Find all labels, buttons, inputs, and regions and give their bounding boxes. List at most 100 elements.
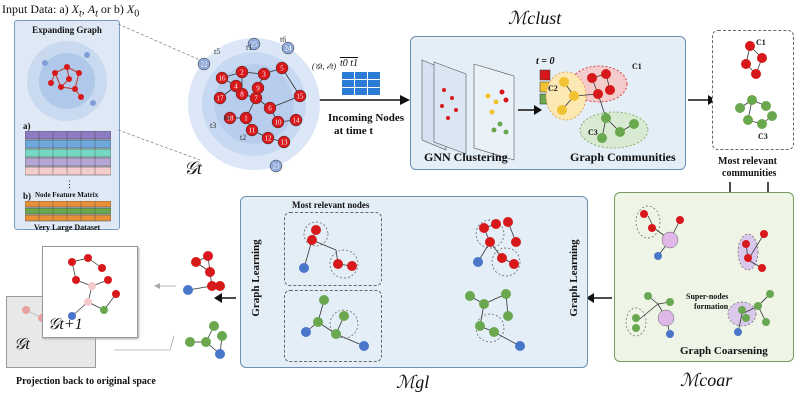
gt-node: 9 <box>251 81 265 95</box>
projection-label: Projection back to original space <box>16 376 156 387</box>
incoming-label-1: Incoming Nodes <box>328 112 405 124</box>
gl-side-label-left: Graph Learning <box>250 239 262 317</box>
svg-text:7: 7 <box>254 95 258 103</box>
relevant-nodes-box-top <box>284 212 382 286</box>
gt-node: 12 <box>261 131 275 145</box>
gl-right-graphs <box>465 217 525 351</box>
supernodes-line1: Super-nodes <box>686 292 729 301</box>
input-data-label: Input Data: a) Xt, At or b) X0 <box>2 2 140 20</box>
svg-text:15: 15 <box>297 93 305 101</box>
relevant-nodes-box-bottom <box>284 290 382 362</box>
output-graphs <box>183 251 227 359</box>
gt-node: 1 <box>239 111 253 125</box>
relevant-c1-label: C1 <box>756 38 766 47</box>
gt-time-label: t3 <box>210 121 216 130</box>
t0-label: t = 0 <box>536 56 555 67</box>
expanding-graph-thumbnail <box>27 41 107 121</box>
svg-text:9: 9 <box>256 85 260 93</box>
gt-node: 24 <box>281 41 295 55</box>
gnn-clustering-label: GNN Clustering <box>424 150 508 164</box>
gt-time-label: t6 <box>280 35 286 44</box>
clust-symbol: ℳclust <box>508 8 562 28</box>
community-c2-label: C2 <box>548 84 558 93</box>
graph-coarsening-label: Graph Coarsening <box>680 345 768 357</box>
gt-node: 11 <box>245 123 259 137</box>
gt-node: 16 <box>215 71 229 85</box>
gt-node: 2 <box>235 65 249 79</box>
svg-text:2: 2 <box>240 69 244 77</box>
projection-gnext-graph <box>68 254 120 320</box>
most-relevant-line1: Most relevant <box>718 156 777 167</box>
gt-node: 3 <box>257 67 271 81</box>
incoming-label-2: at time t <box>334 125 374 137</box>
community-c1-label: C1 <box>632 62 642 71</box>
svg-text:25: 25 <box>251 41 259 49</box>
svg-text:17: 17 <box>217 95 225 103</box>
expanding-graph-label: Expanding Graph <box>32 25 102 35</box>
graph-gt-edgeset: (𝒢t, ℰt) <box>312 62 337 71</box>
dataset-panel: Expanding Graph a) ⋮ b) Node Feature Mat… <box>14 20 120 232</box>
most-relevant-nodes-label: Most relevant nodes <box>292 200 370 210</box>
gt-time-label: t4 <box>224 113 230 122</box>
gt-node: 13 <box>277 135 291 149</box>
gl-left-graphs <box>299 221 369 351</box>
community-c3-label: C3 <box>588 128 598 137</box>
label-b: b) <box>23 191 32 201</box>
gt-node: 6 <box>263 101 277 115</box>
feature-matrix-label: Node Feature Matrix <box>35 191 99 199</box>
most-relevant-line2: communities <box>722 168 777 179</box>
incoming-grid-icon <box>342 72 380 95</box>
svg-text:8: 8 <box>240 91 244 99</box>
gt-node: 17 <box>213 91 227 105</box>
gt-node: 23 <box>269 159 283 173</box>
coar-illustration <box>625 205 774 338</box>
gl-symbol: ℳgl <box>396 372 430 392</box>
projection-gnext-symbol: 𝒢t+1 <box>48 316 83 333</box>
gt-time-label: t2 <box>240 133 246 142</box>
supernodes-line2: formation <box>694 302 729 311</box>
svg-text:16: 16 <box>219 75 227 83</box>
gt-node: 10 <box>271 115 285 129</box>
gt-time-label: t1 <box>246 43 252 52</box>
gt-node: 5 <box>275 61 289 75</box>
svg-text:5: 5 <box>280 65 284 73</box>
svg-text:23: 23 <box>273 163 281 171</box>
coar-symbol: ℳcoar <box>680 370 733 390</box>
incoming-time-range: t0 t1 <box>340 58 359 69</box>
svg-text:18: 18 <box>227 115 235 123</box>
svg-text:6: 6 <box>268 105 272 113</box>
gl-panel <box>240 196 588 368</box>
gt-node: 18 <box>223 111 237 125</box>
clust-illustration <box>421 59 649 161</box>
relevant-communities-graphs <box>735 41 777 129</box>
svg-text:22: 22 <box>201 61 209 69</box>
svg-text:10: 10 <box>275 119 283 127</box>
matrix-a <box>25 131 111 176</box>
gt-node: 7 <box>249 91 263 105</box>
very-large-dataset-label: Very Large Dataset <box>33 223 101 232</box>
svg-text:14: 14 <box>293 117 301 125</box>
svg-text:1: 1 <box>244 115 248 123</box>
svg-text:4: 4 <box>234 83 238 91</box>
svg-text:12: 12 <box>265 135 273 143</box>
graph-gt-symbol: 𝒢t <box>184 158 202 178</box>
gl-side-label-right: Graph Learning <box>568 239 580 317</box>
svg-text:3: 3 <box>262 71 266 79</box>
label-a: a) <box>23 121 31 131</box>
graph-communities-label: Graph Communities <box>570 150 676 164</box>
svg-text:24: 24 <box>285 45 293 53</box>
ellipsis-dots: ⋮ <box>65 179 74 189</box>
gt-time-label: t5 <box>214 47 220 56</box>
projection-gt-symbol: 𝒢t <box>14 336 30 353</box>
relevant-c3-label: C3 <box>758 132 768 141</box>
svg-text:13: 13 <box>281 139 289 147</box>
coar-panel <box>614 192 794 362</box>
matrix-b <box>25 201 111 222</box>
gt-node: 8 <box>235 87 249 101</box>
gt-node: 22 <box>197 57 211 71</box>
svg-text:11: 11 <box>249 127 256 135</box>
gt-node: 25 <box>247 37 261 51</box>
gt-node: 15 <box>293 89 307 103</box>
gt-node: 14 <box>289 113 303 127</box>
